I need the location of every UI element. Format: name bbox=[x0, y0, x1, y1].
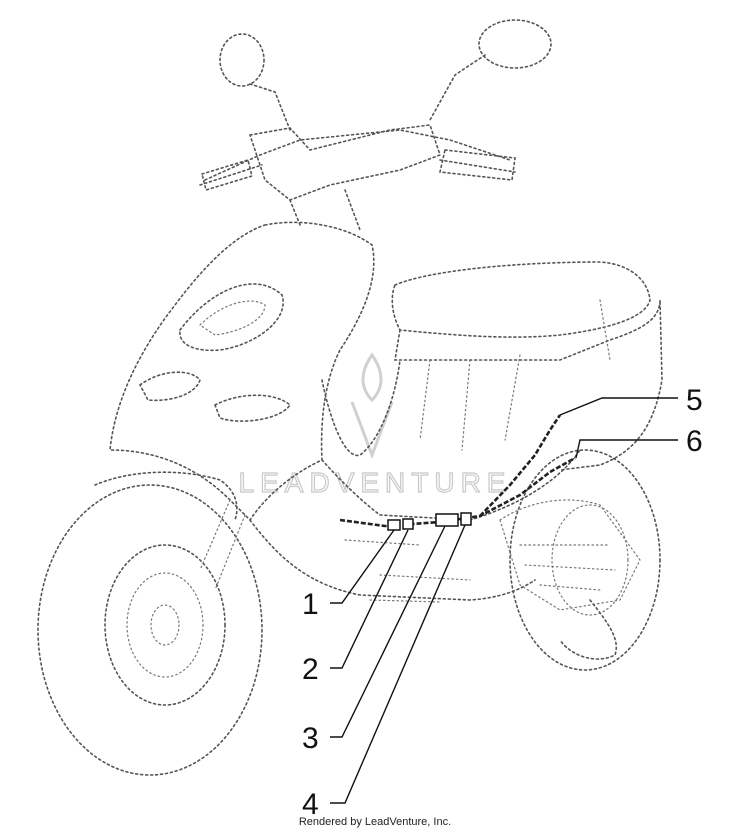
render-credit: Rendered by LeadVenture, Inc. bbox=[298, 816, 452, 828]
front-indicator bbox=[138, 371, 201, 402]
connector-1 bbox=[387, 519, 401, 531]
side-panel-lines bbox=[419, 299, 611, 451]
underbody bbox=[249, 519, 536, 601]
front-vent bbox=[213, 394, 292, 422]
leader-6 bbox=[575, 439, 678, 459]
callout-2: 2 bbox=[302, 653, 319, 686]
leader-1 bbox=[330, 529, 395, 604]
front-rim bbox=[104, 544, 226, 706]
front-shield bbox=[109, 221, 375, 522]
left-mirror bbox=[219, 33, 265, 87]
left-mirror-stem bbox=[249, 83, 291, 131]
headlight-inner bbox=[199, 300, 266, 336]
callout-5: 5 bbox=[686, 384, 703, 417]
underbody-detail bbox=[344, 539, 471, 603]
front-fender bbox=[94, 471, 238, 521]
right-mirror-stem bbox=[429, 54, 486, 121]
leader-2 bbox=[330, 529, 409, 669]
leader-4 bbox=[330, 524, 466, 804]
handlebar-body bbox=[248, 124, 442, 201]
callouts: 1 2 3 4 5 6 bbox=[302, 384, 703, 821]
handlebar bbox=[199, 129, 516, 186]
front-brake-disc bbox=[126, 572, 204, 678]
front-fork bbox=[199, 499, 246, 591]
callout-3: 3 bbox=[302, 722, 319, 755]
rear-tire bbox=[509, 449, 661, 671]
connector-4 bbox=[460, 512, 472, 526]
steering-column bbox=[289, 189, 361, 231]
callout-4: 4 bbox=[302, 788, 319, 821]
leader-5 bbox=[559, 397, 678, 416]
headlight bbox=[179, 283, 284, 352]
connector-3 bbox=[435, 513, 459, 527]
connector-2 bbox=[402, 518, 414, 530]
callout-6: 6 bbox=[686, 425, 703, 458]
watermark: LEADVENTURE bbox=[238, 352, 512, 499]
right-grip bbox=[439, 149, 516, 181]
exhaust bbox=[559, 599, 617, 660]
callout-1: 1 bbox=[302, 588, 319, 621]
leader-3 bbox=[330, 525, 446, 738]
scooter-outline bbox=[37, 19, 663, 776]
seat bbox=[391, 261, 651, 338]
left-grip bbox=[201, 158, 253, 192]
upper-cable bbox=[479, 414, 562, 517]
right-mirror bbox=[478, 19, 552, 69]
rear-body bbox=[394, 299, 663, 471]
tunnel bbox=[321, 359, 401, 456]
watermark-text: LEADVENTURE bbox=[239, 467, 512, 498]
leader-lines bbox=[330, 397, 678, 804]
rear-engine bbox=[499, 499, 641, 611]
cable-assembly bbox=[339, 414, 576, 531]
front-hub bbox=[150, 604, 180, 646]
front-tire bbox=[37, 484, 263, 776]
rear-hub bbox=[551, 504, 629, 616]
flame-logo-icon bbox=[350, 352, 394, 460]
